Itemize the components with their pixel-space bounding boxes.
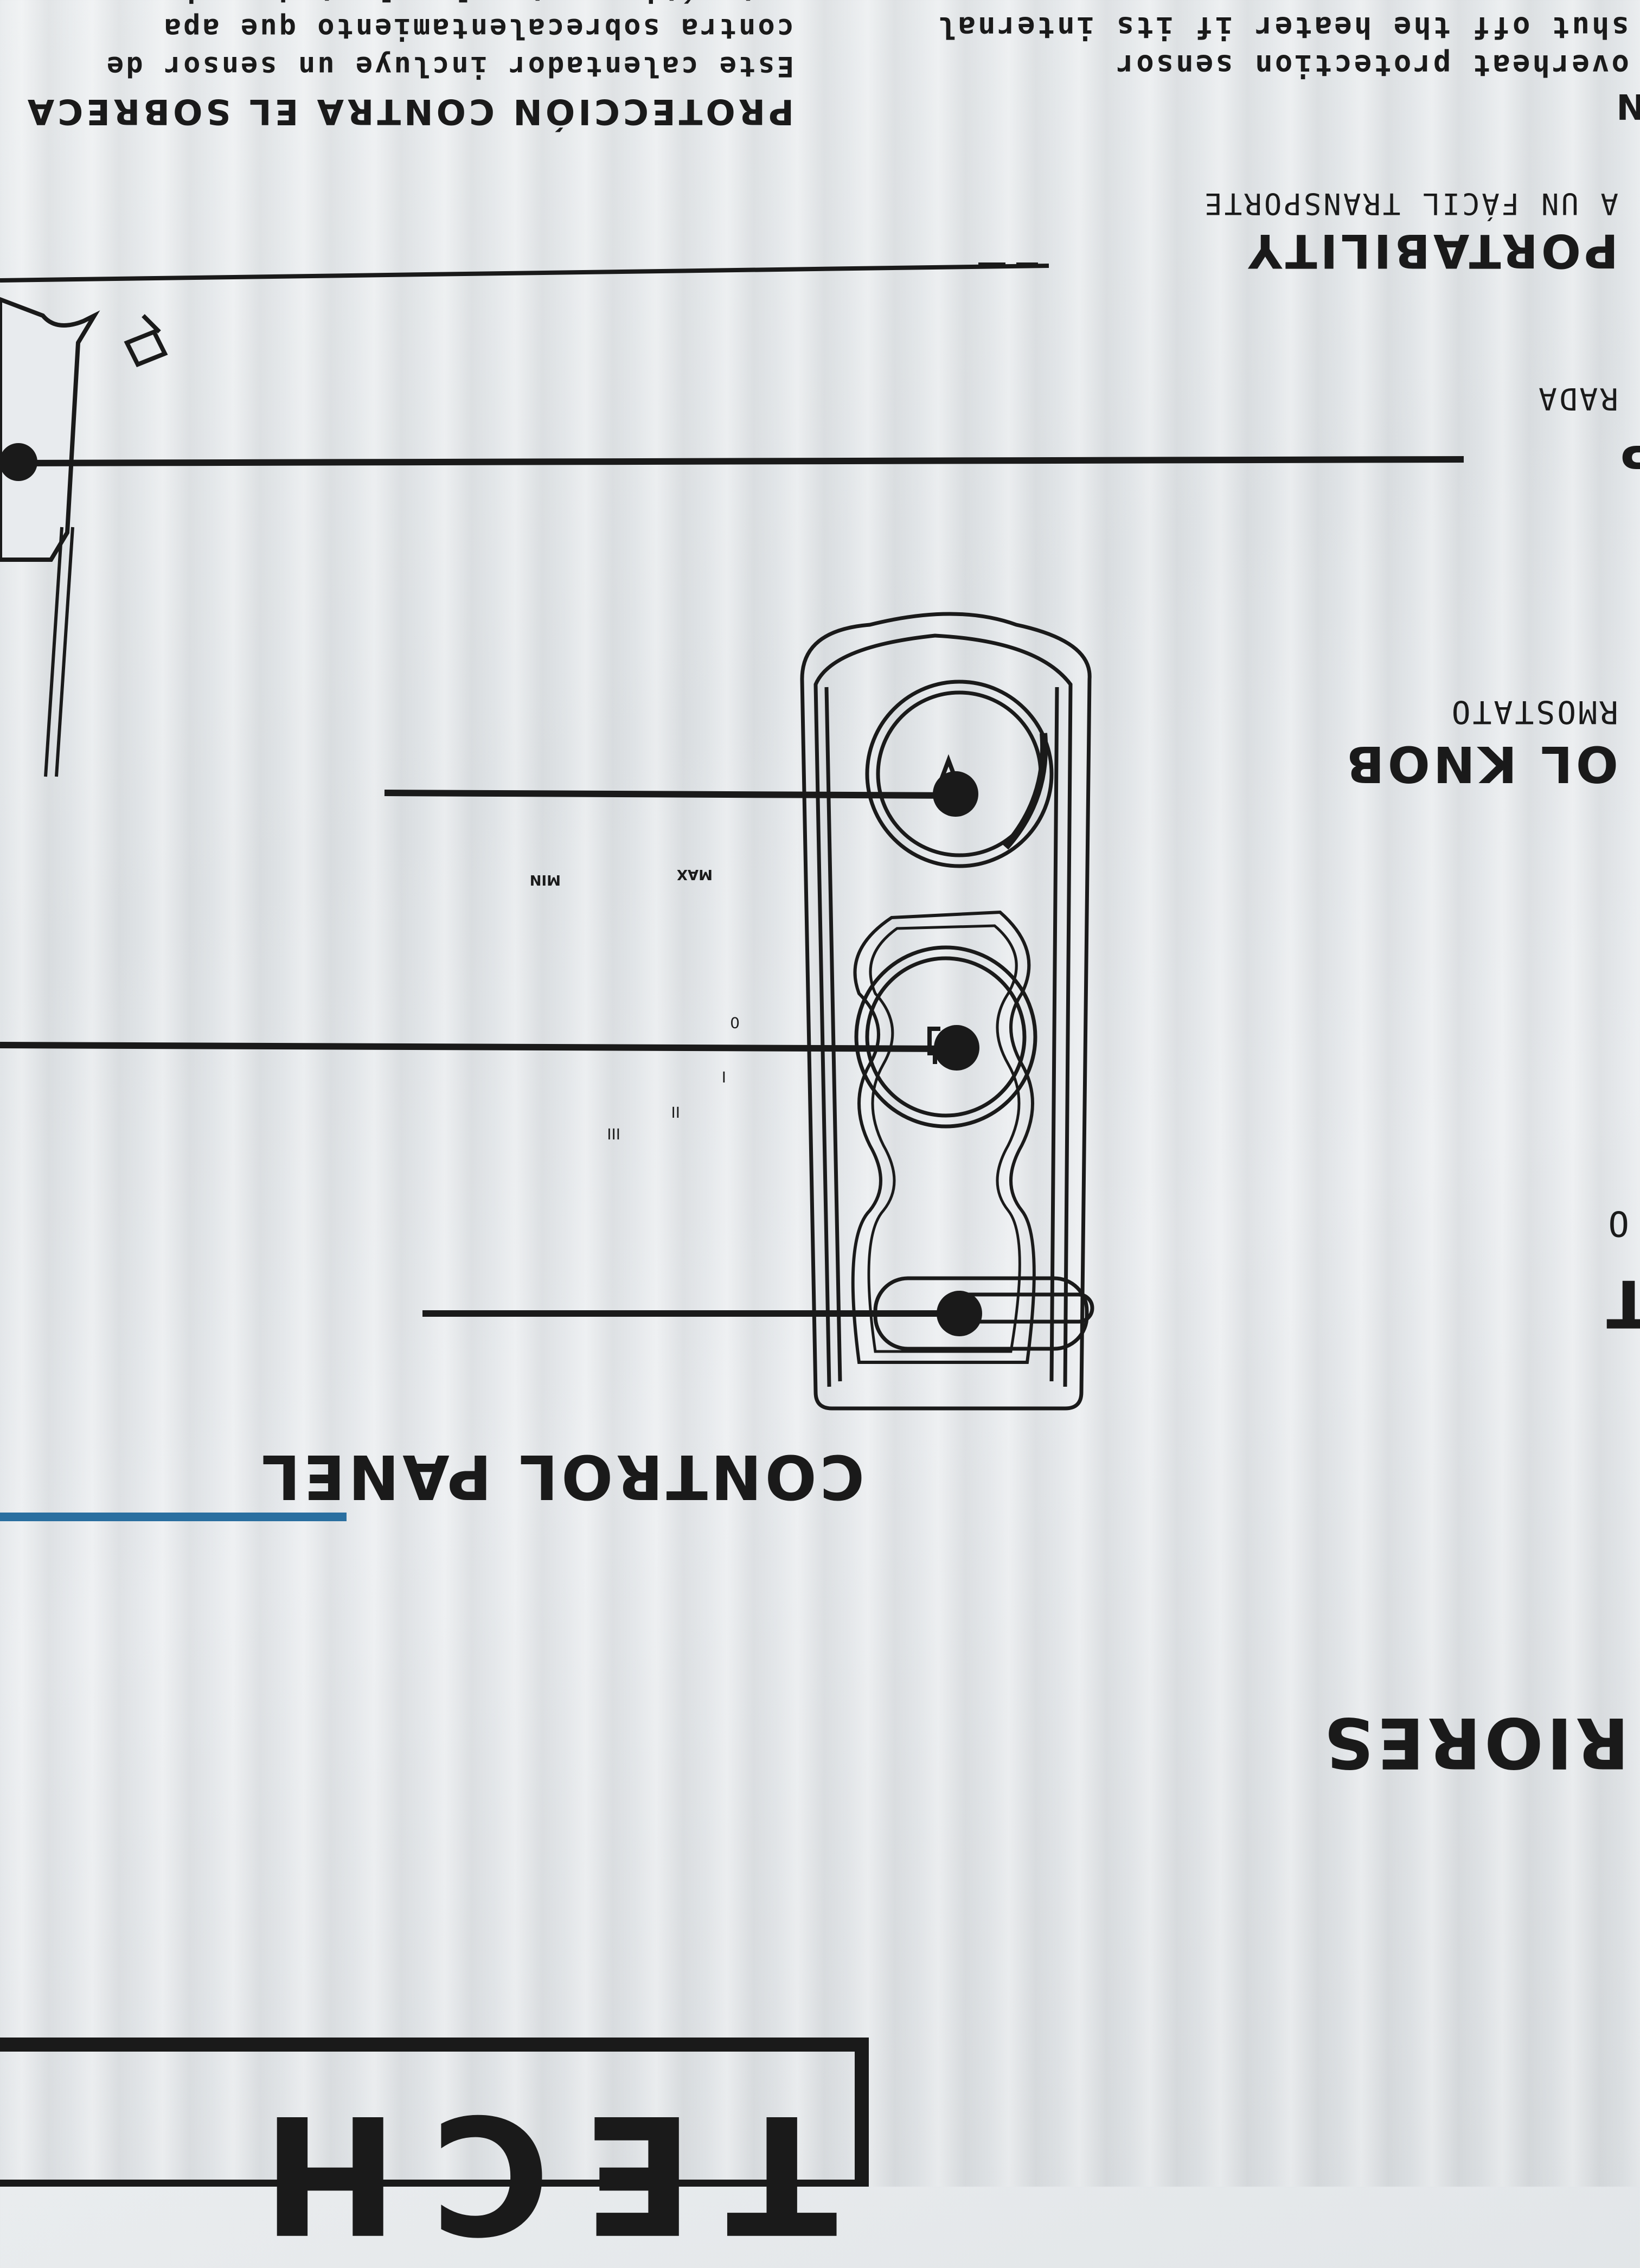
thermostat-knob-heading: OL KNOB xyxy=(1343,735,1618,793)
control-panel-drawing xyxy=(800,612,1094,1411)
heading-fragment-p: P xyxy=(1617,421,1640,478)
protection-heading-es: PROTECCIÓN CONTRA EL SOBRECA xyxy=(24,91,794,131)
leader-line-1 xyxy=(18,456,1464,466)
heater-outline xyxy=(0,296,100,562)
leader-line-thermostat xyxy=(384,790,963,799)
plug-icon xyxy=(124,314,168,368)
knob-max-label: MAX xyxy=(676,866,713,882)
switch-level-3-label: III xyxy=(607,1125,620,1143)
section-divider-line xyxy=(0,264,1049,283)
switch-level-1-label: I xyxy=(721,1068,726,1086)
portability-text-es: A UN FÁCIL TRANSPORTE xyxy=(1202,187,1618,221)
heading-fragment-riores: RIORES xyxy=(1320,1702,1629,1783)
protection-text-en-2: shut off the heater if its internal xyxy=(936,10,1629,44)
portability-heading: PORTABILITY xyxy=(1245,223,1618,278)
brand-logo-text: TECH xyxy=(229,2079,837,2268)
heading-fragment-n: N xyxy=(1613,86,1640,126)
fragment-rada: RADA xyxy=(1536,381,1618,416)
switch-off-label: 0 xyxy=(730,1014,740,1032)
logo-box xyxy=(0,2038,869,2187)
protection-text-es-1: Este calentador incluye un sensor de xyxy=(104,50,794,82)
switch-level-2-label: II xyxy=(671,1103,680,1121)
heading-fragment-t: T xyxy=(1603,1265,1640,1341)
protection-text-es-3: automáticamente el calentador si su xyxy=(124,0,794,7)
protection-text-es-2: contra sobrecalentamiento que apa xyxy=(162,12,794,44)
knob-min-label: MIN xyxy=(529,872,561,888)
fragment-o: O xyxy=(1606,1203,1629,1243)
leader-line-switch xyxy=(0,1042,960,1052)
thermostat-text-es: RMOSTATO xyxy=(1449,694,1618,731)
control-panel-heading: CONTROL PANEL xyxy=(258,1441,864,1511)
diagram-drawing xyxy=(0,262,1464,2187)
protection-text-en-1: overheat protection sensor xyxy=(1114,48,1629,82)
